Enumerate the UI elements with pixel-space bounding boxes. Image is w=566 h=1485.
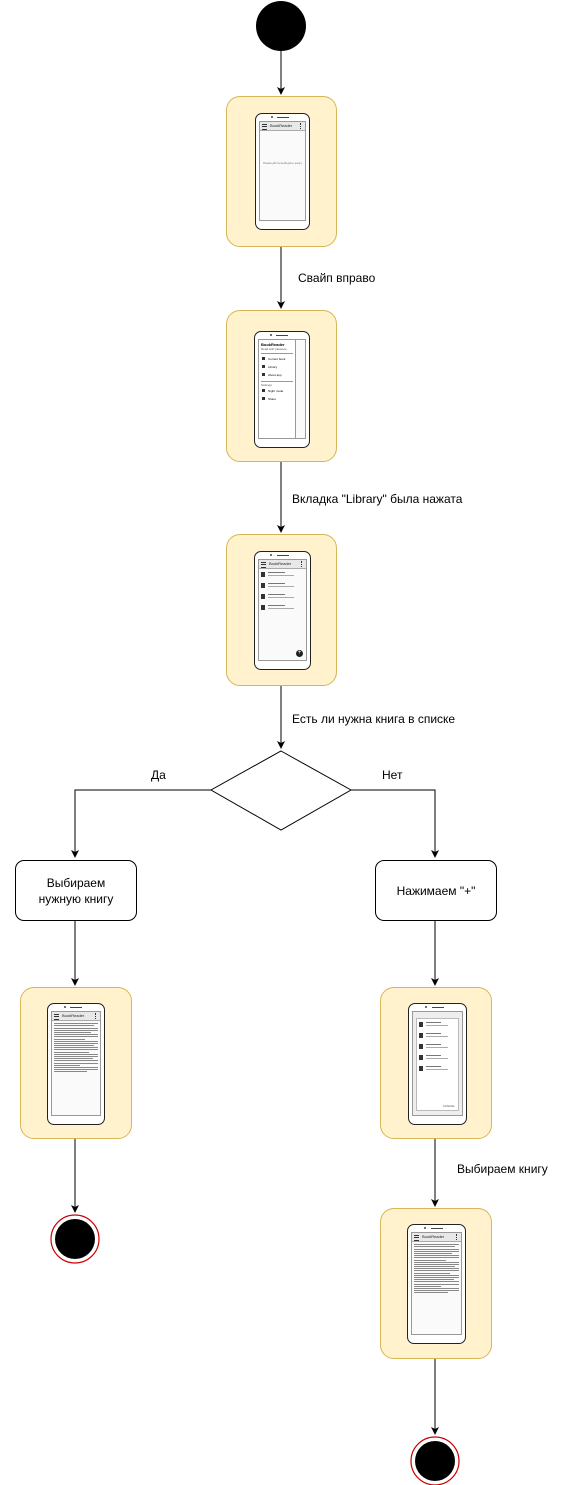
phone-screen: BookReader + bbox=[258, 559, 307, 661]
file-dialog: CANCEL bbox=[416, 1018, 459, 1111]
folder-icon bbox=[419, 1055, 423, 1060]
list-item bbox=[261, 582, 304, 591]
app-bar: BookReader bbox=[52, 1012, 100, 1021]
drawer-title: BookReader bbox=[261, 342, 285, 347]
list-item bbox=[419, 1065, 456, 1074]
drawer-item-label: Current book bbox=[268, 357, 286, 361]
drawer-item-library: Library bbox=[259, 363, 295, 371]
drawer-item-night-mode: Night mode bbox=[259, 387, 295, 395]
menu-icon bbox=[262, 124, 267, 130]
phone-screen: BookReader Read with pleasure Current bo… bbox=[258, 339, 306, 439]
state-empty-screen: BookReader Пожалуйста выберите книгу bbox=[226, 96, 337, 247]
state-file-picker-screen: CANCEL bbox=[380, 987, 492, 1139]
menu-icon bbox=[54, 1014, 59, 1020]
edge-label-swipe: Свайп вправо bbox=[298, 271, 376, 285]
book-icon bbox=[262, 357, 265, 360]
book-icon bbox=[261, 605, 265, 610]
list-item bbox=[419, 1043, 456, 1052]
more-icon bbox=[301, 561, 303, 567]
action-press-plus: Нажимаем "+" bbox=[375, 860, 497, 921]
book-icon bbox=[261, 583, 265, 588]
phone-mockup: CANCEL bbox=[408, 1003, 467, 1125]
drawer-item-about: About app bbox=[259, 371, 295, 379]
state-library-screen: BookReader + bbox=[226, 534, 337, 686]
folder-icon bbox=[419, 1022, 423, 1027]
final-node-left bbox=[50, 1214, 100, 1264]
edge-yes bbox=[71, 789, 211, 858]
folder-icon bbox=[419, 1033, 423, 1038]
phone-screen: CANCEL bbox=[412, 1011, 463, 1116]
book-text bbox=[412, 1242, 461, 1296]
phone-screen: BookReader bbox=[411, 1232, 462, 1335]
book-text bbox=[52, 1021, 100, 1075]
list-item bbox=[261, 604, 304, 613]
empty-hint: Пожалуйста выберите книгу bbox=[262, 161, 303, 165]
app-bar: BookReader bbox=[260, 122, 305, 131]
app-bar: BookReader bbox=[412, 1233, 461, 1242]
drawer-item-label: Share bbox=[268, 397, 277, 401]
menu-icon bbox=[414, 1235, 419, 1241]
book-icon bbox=[261, 594, 265, 599]
app-bar: BookReader bbox=[259, 560, 306, 569]
edge-no bbox=[351, 789, 439, 858]
list-item bbox=[419, 1021, 456, 1030]
list-item bbox=[419, 1054, 456, 1063]
phone-screen: BookReader bbox=[51, 1011, 101, 1116]
book-icon bbox=[261, 572, 265, 577]
edge-label-question: Есть ли нужна книга в списке bbox=[292, 712, 456, 726]
app-title: BookReader bbox=[269, 561, 292, 566]
more-icon bbox=[95, 1013, 97, 1019]
action-select-book: Выбираем нужную книгу bbox=[15, 860, 137, 921]
action-select-book-text: Выбираем нужную книгу bbox=[38, 875, 114, 906]
phone-mockup: BookReader bbox=[407, 1224, 466, 1344]
state-reader-screen-right: BookReader bbox=[380, 1208, 492, 1359]
drawer-item-label: Library bbox=[268, 365, 278, 369]
share-icon bbox=[262, 397, 265, 400]
phone-mockup: BookReader + bbox=[254, 551, 311, 670]
moon-icon bbox=[262, 389, 265, 392]
edge-label-choose: Выбираем книгу bbox=[457, 1162, 548, 1176]
plus-icon: + bbox=[296, 650, 303, 657]
info-icon bbox=[262, 373, 265, 376]
state-drawer-screen: BookReader Read with pleasure Current bo… bbox=[226, 310, 337, 462]
edge-label-library: Вкладка "Library" была нажата bbox=[292, 492, 463, 506]
app-title: BookReader bbox=[422, 1234, 445, 1239]
phone-screen: BookReader Пожалуйста выберите книгу bbox=[259, 121, 306, 221]
phone-mockup: BookReader Read with pleasure Current bo… bbox=[254, 331, 310, 448]
edge-label-no: Нет bbox=[382, 768, 403, 782]
folder-icon bbox=[419, 1044, 423, 1049]
app-title: BookReader bbox=[62, 1013, 85, 1018]
drawer-item-share: Share bbox=[259, 395, 295, 403]
list-item bbox=[419, 1032, 456, 1041]
initial-node bbox=[256, 1, 306, 51]
app-title: BookReader bbox=[270, 123, 293, 128]
menu-icon bbox=[261, 562, 266, 568]
list-item bbox=[261, 571, 304, 580]
drawer-item-label: Night mode bbox=[268, 389, 284, 393]
folder-icon bbox=[419, 1066, 423, 1071]
drawer-section-title: Settings bbox=[261, 383, 272, 387]
drawer-subtitle: Read with pleasure bbox=[261, 347, 287, 351]
edge-label-yes: Да bbox=[151, 768, 166, 782]
drawer-item-label: About app bbox=[268, 373, 282, 377]
action-press-plus-text: Нажимаем "+" bbox=[396, 883, 476, 898]
dialog-cancel-label: CANCEL bbox=[442, 1104, 455, 1108]
final-node-right bbox=[410, 1436, 460, 1485]
more-icon bbox=[300, 123, 302, 129]
library-icon bbox=[262, 365, 265, 368]
more-icon bbox=[456, 1234, 458, 1240]
drawer-item-current-book: Current book bbox=[259, 355, 295, 363]
phone-mockup: BookReader Пожалуйста выберите книгу bbox=[255, 113, 310, 230]
nav-drawer: BookReader Read with pleasure Current bo… bbox=[259, 340, 296, 438]
decision-diamond bbox=[209, 750, 353, 831]
state-reader-screen-left: BookReader bbox=[20, 987, 132, 1139]
list-item bbox=[261, 593, 304, 602]
phone-mockup: BookReader bbox=[47, 1003, 105, 1125]
